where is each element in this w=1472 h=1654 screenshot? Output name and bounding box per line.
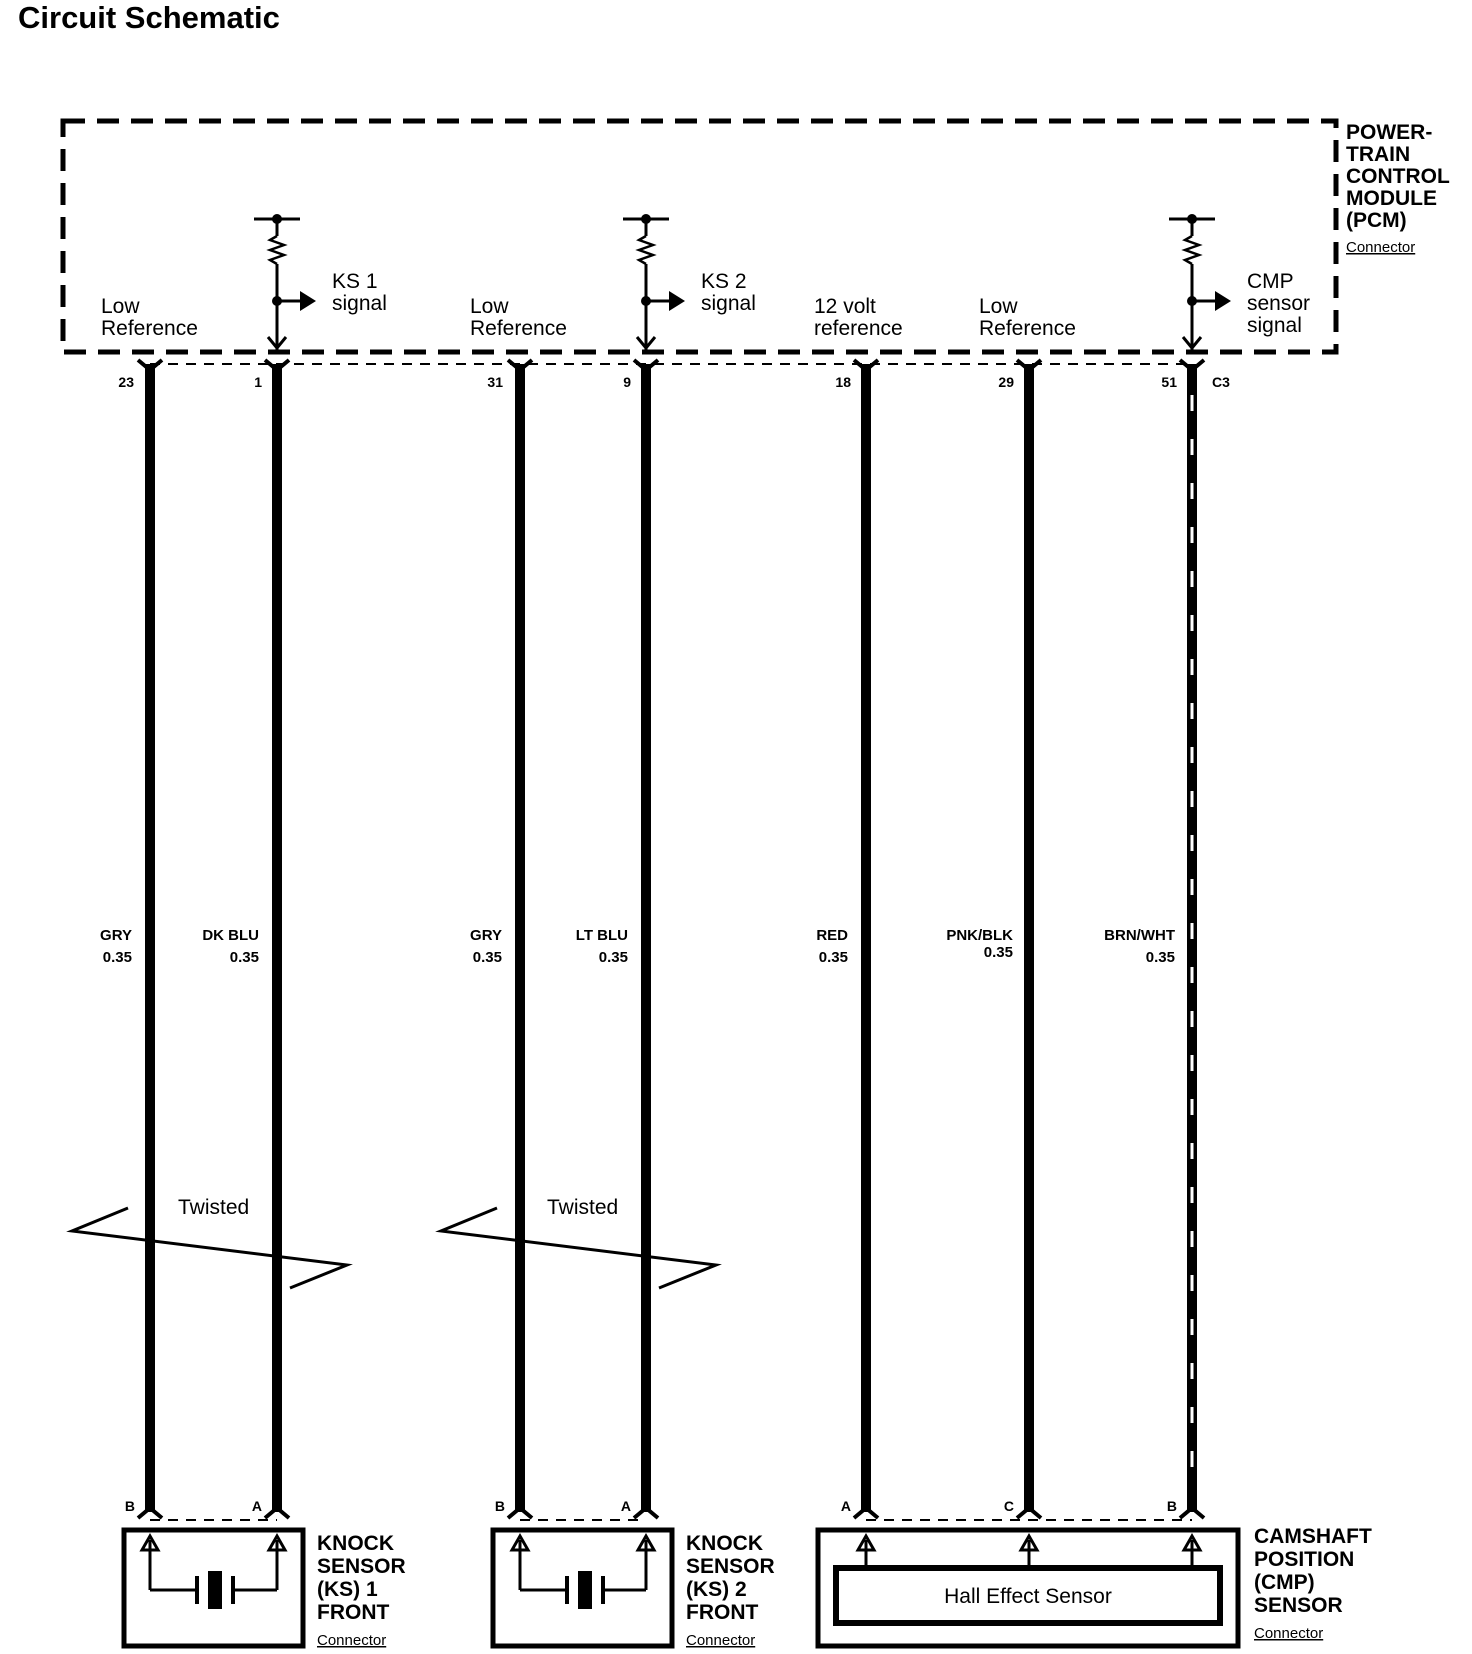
pcm-module-box [60, 118, 1339, 355]
pin-number: 51 [1161, 374, 1177, 390]
wire-color: RED [816, 927, 848, 944]
ks2-signal-label: KS 2 signal [701, 270, 756, 315]
pin-number: 9 [623, 374, 631, 390]
cmp-sensor-name: CAMSHAFT POSITION (CMP) SENSOR [1254, 1525, 1372, 1617]
ks1-signal-symbol [254, 214, 316, 352]
cmp-sensor-connector-label: Connector [1254, 1625, 1323, 1642]
cmp-sensor [815, 1527, 1241, 1649]
wire-color: LT BLU [576, 927, 628, 944]
terminal-31-label: Low Reference [470, 295, 567, 340]
svg-text:KNOCK: KNOCK [686, 1532, 763, 1555]
svg-text:(KS) 2: (KS) 2 [686, 1578, 747, 1601]
svg-text:signal: signal [332, 292, 387, 315]
cmp-signal-symbol [1169, 214, 1231, 352]
terminal-29-label: Low Reference [979, 295, 1076, 340]
svg-text:POWER-: POWER- [1346, 121, 1432, 144]
pcm-connector-label: Connector [1346, 239, 1415, 256]
pcm-connector-id: C3 [1212, 374, 1230, 390]
svg-text:Reference: Reference [979, 317, 1076, 340]
svg-text:KS 1: KS 1 [332, 270, 378, 293]
svg-text:signal: signal [701, 292, 756, 315]
svg-text:(CMP): (CMP) [1254, 1571, 1315, 1594]
twisted-pair-marker-1: Twisted [66, 1196, 353, 1290]
ks1-signal-label: KS 1 signal [332, 270, 387, 315]
svg-text:CAMSHAFT: CAMSHAFT [1254, 1525, 1372, 1548]
svg-text:Low: Low [101, 295, 140, 318]
knock-sensor-1-connector-label: Connector [317, 1632, 386, 1649]
wire-gauge: 0.35 [599, 949, 628, 966]
svg-text:sensor: sensor [1247, 292, 1310, 315]
svg-text:reference: reference [814, 317, 903, 340]
end-pin: A [621, 1498, 631, 1514]
hall-effect-sensor-label: Hall Effect Sensor [944, 1585, 1112, 1608]
end-pin: C [1004, 1498, 1014, 1514]
svg-text:FRONT: FRONT [686, 1601, 758, 1624]
svg-text:Reference: Reference [470, 317, 567, 340]
svg-text:(PCM): (PCM) [1346, 209, 1407, 232]
end-pin: B [495, 1498, 505, 1514]
terminal-23-label: Low Reference [101, 295, 198, 340]
twisted-pair-marker-2: Twisted [435, 1196, 722, 1290]
wire-gauge: 0.35 [230, 949, 259, 966]
svg-text:SENSOR: SENSOR [686, 1555, 775, 1578]
terminal-18-label: 12 volt reference [814, 295, 903, 340]
wire-pin-29: 29 PNK/BLK 0.35 C [946, 358, 1043, 1520]
svg-text:SENSOR: SENSOR [1254, 1594, 1343, 1617]
wire-gauge: 0.35 [1146, 949, 1175, 966]
svg-text:TRAIN: TRAIN [1346, 143, 1410, 166]
svg-text:CONTROL: CONTROL [1346, 165, 1450, 188]
pin-number: 18 [835, 374, 851, 390]
pin-number: 29 [998, 374, 1014, 390]
wire-pin-1: 1 DK BLU 0.35 A [202, 358, 291, 1520]
wire-gauge: 0.35 [819, 949, 848, 966]
wire-color: BRN/WHT [1104, 927, 1175, 944]
wire-pin-9: 9 LT BLU 0.35 A [576, 358, 660, 1520]
wire-pin-51: 51 BRN/WHT 0.35 B [1104, 358, 1206, 1520]
pin-number: 31 [487, 374, 503, 390]
svg-text:Twisted: Twisted [547, 1196, 618, 1219]
end-pin: A [841, 1498, 851, 1514]
cmp-signal-label: CMP sensor signal [1247, 270, 1310, 337]
svg-text:12 volt: 12 volt [814, 295, 876, 318]
svg-text:MODULE: MODULE [1346, 187, 1437, 210]
wire-pin-23: 23 GRY 0.35 B [100, 358, 164, 1520]
knock-sensor-2-name: KNOCK SENSOR (KS) 2 FRONT [686, 1532, 775, 1624]
wire-color: GRY [470, 927, 502, 944]
wire-gauge: 0.35 [984, 944, 1013, 961]
end-pin: B [1167, 1498, 1177, 1514]
end-pin: A [252, 1498, 262, 1514]
knock-sensor-2-connector-label: Connector [686, 1632, 755, 1649]
svg-text:KNOCK: KNOCK [317, 1532, 394, 1555]
wire-color: GRY [100, 927, 132, 944]
knock-sensor-1 [121, 1527, 306, 1649]
wire-color: PNK/BLK [946, 927, 1013, 944]
knock-sensor-2 [490, 1527, 675, 1649]
wire-gauge: 0.35 [103, 949, 132, 966]
svg-text:CMP: CMP [1247, 270, 1294, 293]
wire-pin-31: 31 GRY 0.35 B [470, 358, 534, 1520]
svg-text:Reference: Reference [101, 317, 198, 340]
svg-text:FRONT: FRONT [317, 1601, 389, 1624]
knock-sensor-1-name: KNOCK SENSOR (KS) 1 FRONT [317, 1532, 406, 1624]
svg-text:Low: Low [470, 295, 509, 318]
svg-text:SENSOR: SENSOR [317, 1555, 406, 1578]
svg-text:signal: signal [1247, 314, 1302, 337]
svg-text:Twisted: Twisted [178, 1196, 249, 1219]
page-title: Circuit Schematic [18, 0, 280, 35]
svg-text:KS 2: KS 2 [701, 270, 747, 293]
pin-number: 1 [254, 374, 262, 390]
svg-text:Low: Low [979, 295, 1018, 318]
wire-color: DK BLU [202, 927, 259, 944]
svg-text:POSITION: POSITION [1254, 1548, 1354, 1571]
pin-number: 23 [118, 374, 134, 390]
pcm-name: POWER- TRAIN CONTROL MODULE (PCM) [1346, 121, 1450, 232]
end-pin: B [125, 1498, 135, 1514]
wire-gauge: 0.35 [473, 949, 502, 966]
svg-text:(KS) 1: (KS) 1 [317, 1578, 378, 1601]
ks2-signal-symbol [623, 214, 685, 352]
wire-pin-18: 18 RED 0.35 A [816, 358, 880, 1520]
